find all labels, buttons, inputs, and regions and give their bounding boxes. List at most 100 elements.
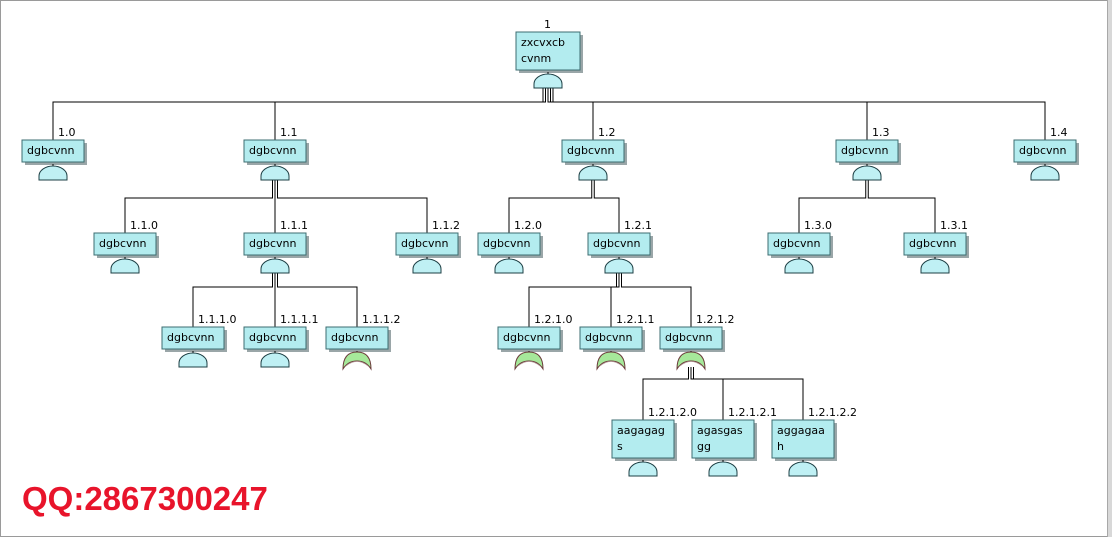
connector-line: [192, 273, 273, 327]
event-text: dgbcvnn: [483, 237, 530, 250]
and-gate-icon: [578, 165, 608, 181]
event-box: [771, 419, 835, 459]
event-node[interactable]: dgbcvnn 1.2.1.1: [579, 313, 654, 371]
event-node[interactable]: dgbcvnn 1.2.1: [587, 219, 653, 274]
event-text: dgbcvnn: [401, 237, 448, 250]
gate-inner-arc: [517, 361, 541, 367]
basic-event-icon: [1030, 165, 1060, 181]
event-text: dgbcvnn: [1019, 144, 1066, 157]
event-text: dgbcvnn: [773, 237, 820, 250]
event-text: dgbcvnn: [841, 144, 888, 157]
event-box: [579, 326, 643, 350]
event-node[interactable]: dgbcvnn 1.1.1: [243, 219, 309, 274]
event-text: dgbcvnn: [331, 331, 378, 344]
qq-watermark: QQ:2867300247: [22, 480, 268, 517]
gate-inner-arc: [345, 361, 369, 367]
connector-line: [693, 367, 804, 420]
event-text: dgbcvnn: [167, 331, 214, 344]
event-box: [325, 326, 389, 350]
event-id-label: 1.3.1: [940, 219, 968, 232]
event-text: dgbcvnn: [503, 331, 550, 344]
event-node[interactable]: dgbcvnn 1.1.0: [93, 219, 159, 274]
event-node[interactable]: dgbcvnn 1.2.0: [477, 219, 543, 274]
event-id-label: 1: [544, 18, 551, 31]
basic-event-icon: [260, 352, 290, 368]
event-text: s: [617, 440, 623, 453]
connector-line: [508, 180, 593, 233]
connector-line: [642, 367, 689, 420]
event-text: dgbcvnn: [249, 144, 296, 157]
event-text: dgbcvnn: [567, 144, 614, 157]
event-id-label: 1.2.1.2.0: [648, 406, 697, 419]
and-gate-icon: [260, 258, 290, 274]
event-box: [1013, 139, 1077, 163]
event-id-label: 1.1.0: [130, 219, 158, 232]
event-box: [611, 419, 675, 459]
event-box: [93, 232, 157, 256]
conditional-gate-icon: [342, 351, 372, 371]
event-id-label: 1.2.1.2: [696, 313, 734, 326]
event-text: dgbcvnn: [665, 331, 712, 344]
basic-event-icon: [784, 258, 814, 274]
basic-event-icon: [178, 352, 208, 368]
event-text: dgbcvnn: [585, 331, 632, 344]
and-gate-icon: [852, 165, 882, 181]
event-box: [243, 326, 307, 350]
event-id-label: 1.1.1.2: [362, 313, 400, 326]
connector-line: [552, 88, 1046, 140]
event-text: dgbcvnn: [99, 237, 146, 250]
connector-line: [610, 273, 620, 327]
event-id-label: 1.2.1.1: [616, 313, 654, 326]
connector-line: [798, 180, 867, 233]
event-id-label: 1.1.1: [280, 219, 308, 232]
event-node[interactable]: dgbcvnn 1.1.1.2: [325, 313, 400, 371]
and-gate-icon: [533, 73, 563, 89]
connector-line: [274, 88, 546, 140]
event-id-label: 1.0: [58, 126, 76, 139]
event-text: zxcvxcb: [521, 36, 565, 49]
event-box: [497, 326, 561, 350]
event-node[interactable]: dgbcvnn 1.3: [835, 126, 901, 181]
scrollbar[interactable]: [1107, 0, 1112, 537]
event-text: dgbcvnn: [593, 237, 640, 250]
event-box: [161, 326, 225, 350]
basic-event-icon: [628, 461, 658, 477]
basic-event-icon: [412, 258, 442, 274]
event-id-label: 1.2.1.2.2: [808, 406, 857, 419]
conditional-gate-icon: [676, 351, 706, 371]
event-box: [903, 232, 967, 256]
event-id-label: 1.3: [872, 126, 890, 139]
event-node[interactable]: aagagag s 1.2.1.2.0: [611, 406, 697, 477]
event-text: dgbcvnn: [249, 237, 296, 250]
event-box: [477, 232, 541, 256]
basic-event-icon: [110, 258, 140, 274]
connector-line: [593, 180, 620, 233]
basic-event-icon: [708, 461, 738, 477]
event-text: aagagag: [617, 424, 665, 437]
event-box: [561, 139, 625, 163]
event-text: agasgas: [697, 424, 743, 437]
basic-event-icon: [920, 258, 950, 274]
event-id-label: 1.2.1: [624, 219, 652, 232]
conditional-gate-icon: [514, 351, 544, 371]
event-text: h: [777, 440, 784, 453]
event-box: [767, 232, 831, 256]
event-box: [515, 31, 581, 71]
event-node[interactable]: dgbcvnn 1.2.1.2: [659, 313, 734, 371]
event-id-label: 1.2.0: [514, 219, 542, 232]
event-box: [835, 139, 899, 163]
basic-event-icon: [38, 165, 68, 181]
